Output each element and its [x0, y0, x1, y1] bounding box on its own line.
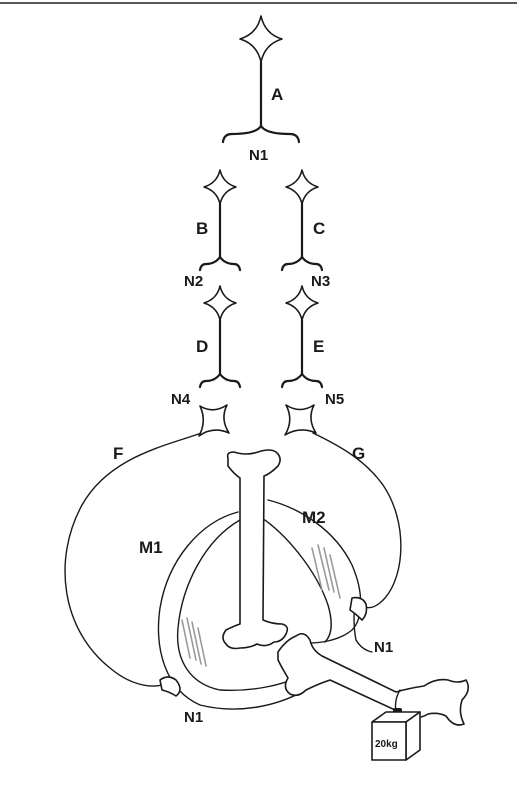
- muscle-m1: [159, 512, 305, 709]
- label-neuron-c: C: [313, 219, 325, 238]
- muscle-m2-hatch-4: [330, 555, 340, 598]
- neuron-a-terminal: [223, 126, 299, 142]
- label-nerve-g: G: [352, 444, 365, 463]
- muscle-m1-hatch-3: [192, 622, 201, 664]
- label-node-n4: N4: [171, 391, 191, 408]
- neuron-b-terminal: [200, 257, 240, 270]
- neuron-c-terminal: [282, 257, 322, 270]
- neuron-d-terminal: [200, 374, 240, 387]
- label-muscle-m1: M1: [139, 538, 163, 557]
- upper-bone: [223, 450, 287, 649]
- neuron-e-soma: [286, 286, 318, 320]
- neuron-e-terminal: [282, 374, 322, 387]
- label-node-n1-bottom: N1: [184, 709, 203, 726]
- label-muscle-m2: M2: [302, 508, 326, 527]
- label-node-n2: N2: [184, 273, 203, 290]
- nerve-f: [65, 432, 204, 686]
- neuron-b-soma: [204, 170, 236, 204]
- neuron-a: [223, 16, 299, 142]
- label-neuron-a: A: [271, 85, 283, 104]
- nerve-g-star: [285, 405, 316, 435]
- label-node-n3: N3: [311, 273, 330, 290]
- label-nerve-f: F: [113, 444, 123, 463]
- neuron-a-soma: [240, 16, 282, 62]
- label-neuron-d: D: [196, 337, 208, 356]
- muscle-m1-hatch-4: [198, 628, 206, 666]
- label-weight: 20kg: [375, 739, 398, 750]
- label-neuron-b: B: [196, 219, 208, 238]
- label-node-n1-top: N1: [249, 147, 268, 164]
- end-node-bottom: [160, 677, 180, 696]
- label-node-n1-right: N1: [374, 639, 393, 656]
- label-neuron-e: E: [313, 337, 324, 356]
- muscle-m2-hatch-3: [324, 548, 334, 592]
- end-node-right: [350, 598, 367, 620]
- label-node-n5: N5: [325, 391, 344, 408]
- neuron-d-soma: [204, 286, 236, 320]
- nerve-f-star: [199, 405, 229, 436]
- neuron-c-soma: [286, 170, 318, 204]
